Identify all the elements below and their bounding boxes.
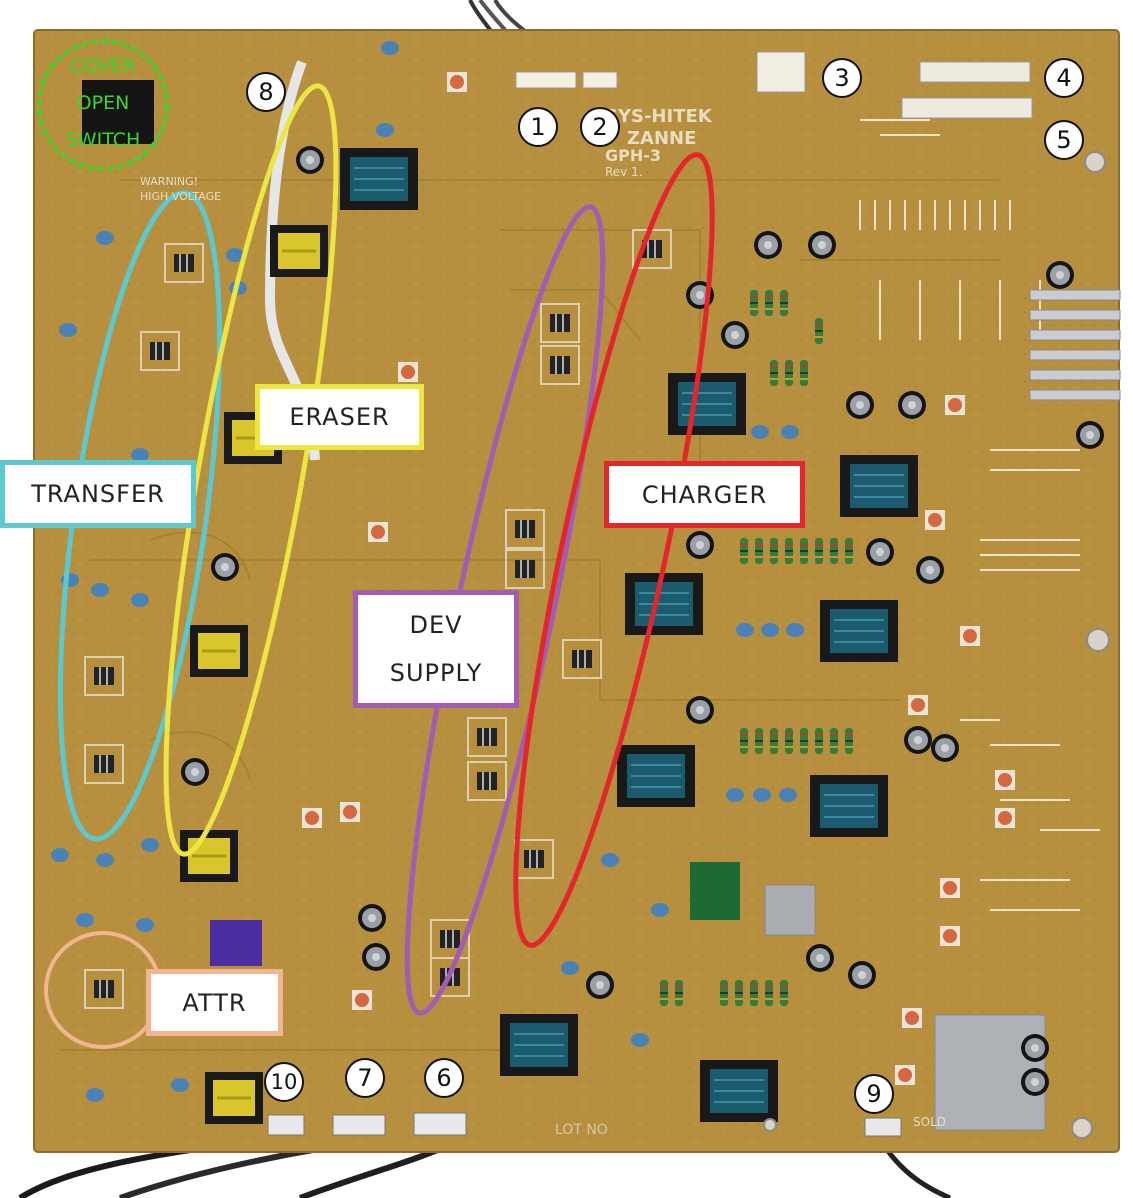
lot-text: LOT NO bbox=[555, 1122, 608, 1138]
transfer-label-text: TRANSFER bbox=[31, 480, 165, 508]
cover-line-2: OPEN bbox=[76, 91, 130, 114]
maker-text-3: GPH-3 bbox=[605, 146, 662, 165]
rev-text: Rev 1. bbox=[605, 165, 643, 179]
eraser-label: ERASER bbox=[255, 384, 424, 450]
connector-number-8: 8 bbox=[246, 72, 286, 112]
connector-number-10: 10 bbox=[264, 1062, 304, 1102]
connector-number-3: 3 bbox=[822, 58, 862, 98]
charger-label-text: CHARGER bbox=[641, 480, 768, 509]
connector-number-4: 4 bbox=[1044, 58, 1084, 98]
cover-open-switch-annotation: COVER OPEN SWITCH bbox=[38, 38, 168, 168]
cover-line-1: COVER bbox=[69, 54, 137, 77]
dev-supply-label-line-1: DEV bbox=[409, 611, 463, 639]
connector-number-2: 2 bbox=[580, 107, 620, 147]
maker-text-1: SYS-HITEK bbox=[605, 106, 712, 127]
warning-text-1: WARNING! bbox=[140, 175, 199, 188]
attr-label-text: ATTR bbox=[182, 988, 247, 1017]
maker-text-2: ZANNE bbox=[627, 128, 697, 149]
connector-number-5: 5 bbox=[1044, 120, 1084, 160]
connector-number-1: 1 bbox=[518, 107, 558, 147]
connector-number-6: 6 bbox=[424, 1058, 464, 1098]
eraser-label-text: ERASER bbox=[289, 403, 390, 431]
connector-number-7: 7 bbox=[345, 1058, 385, 1098]
charger-label: CHARGER bbox=[604, 461, 805, 528]
connector-number-9: 9 bbox=[854, 1074, 894, 1114]
cover-line-3: SWITCH bbox=[65, 128, 141, 151]
sold-text: SOLD bbox=[913, 1115, 946, 1129]
transfer-label: TRANSFER bbox=[0, 460, 196, 528]
attr-label: ATTR bbox=[146, 969, 283, 1036]
dev-supply-label: DEV SUPPLY bbox=[353, 590, 519, 708]
warning-text-2: HIGH VOLTAGE bbox=[140, 190, 222, 203]
dev-supply-label-line-2: SUPPLY bbox=[389, 659, 483, 687]
